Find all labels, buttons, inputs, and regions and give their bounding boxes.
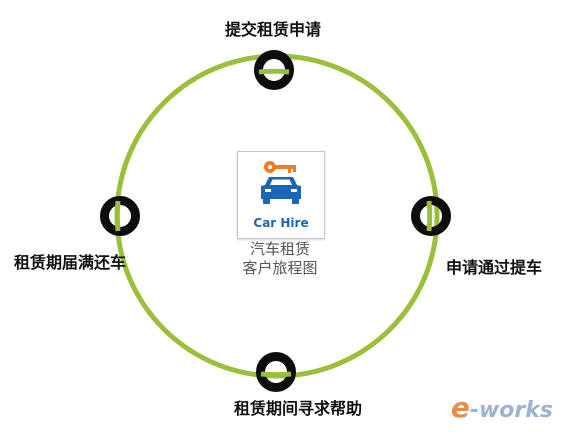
stage-label-top: 提交租赁申请: [225, 20, 322, 39]
center-title-line2: 客户旅程图: [242, 259, 318, 277]
logo-text: Car Hire: [253, 216, 309, 230]
center-title: 汽车租赁 客户旅程图: [210, 240, 350, 278]
watermark-prefix: e: [450, 391, 470, 424]
stage-label-right: 申请通过提车: [446, 258, 543, 277]
stage-label-left: 租赁期届满还车: [14, 253, 127, 272]
car-hire-logo: Car Hire: [237, 151, 325, 239]
node-top: [254, 50, 294, 90]
eworks-watermark: e-works: [451, 391, 553, 424]
stage-label-bottom: 租赁期间寻求帮助: [234, 399, 363, 418]
node-left: [100, 196, 140, 236]
center-title-line1: 汽车租赁: [249, 240, 310, 258]
node-right: [411, 196, 451, 236]
car-key-icon: [261, 161, 301, 204]
node-bottom: [256, 352, 296, 392]
watermark-suffix: -works: [469, 398, 553, 423]
